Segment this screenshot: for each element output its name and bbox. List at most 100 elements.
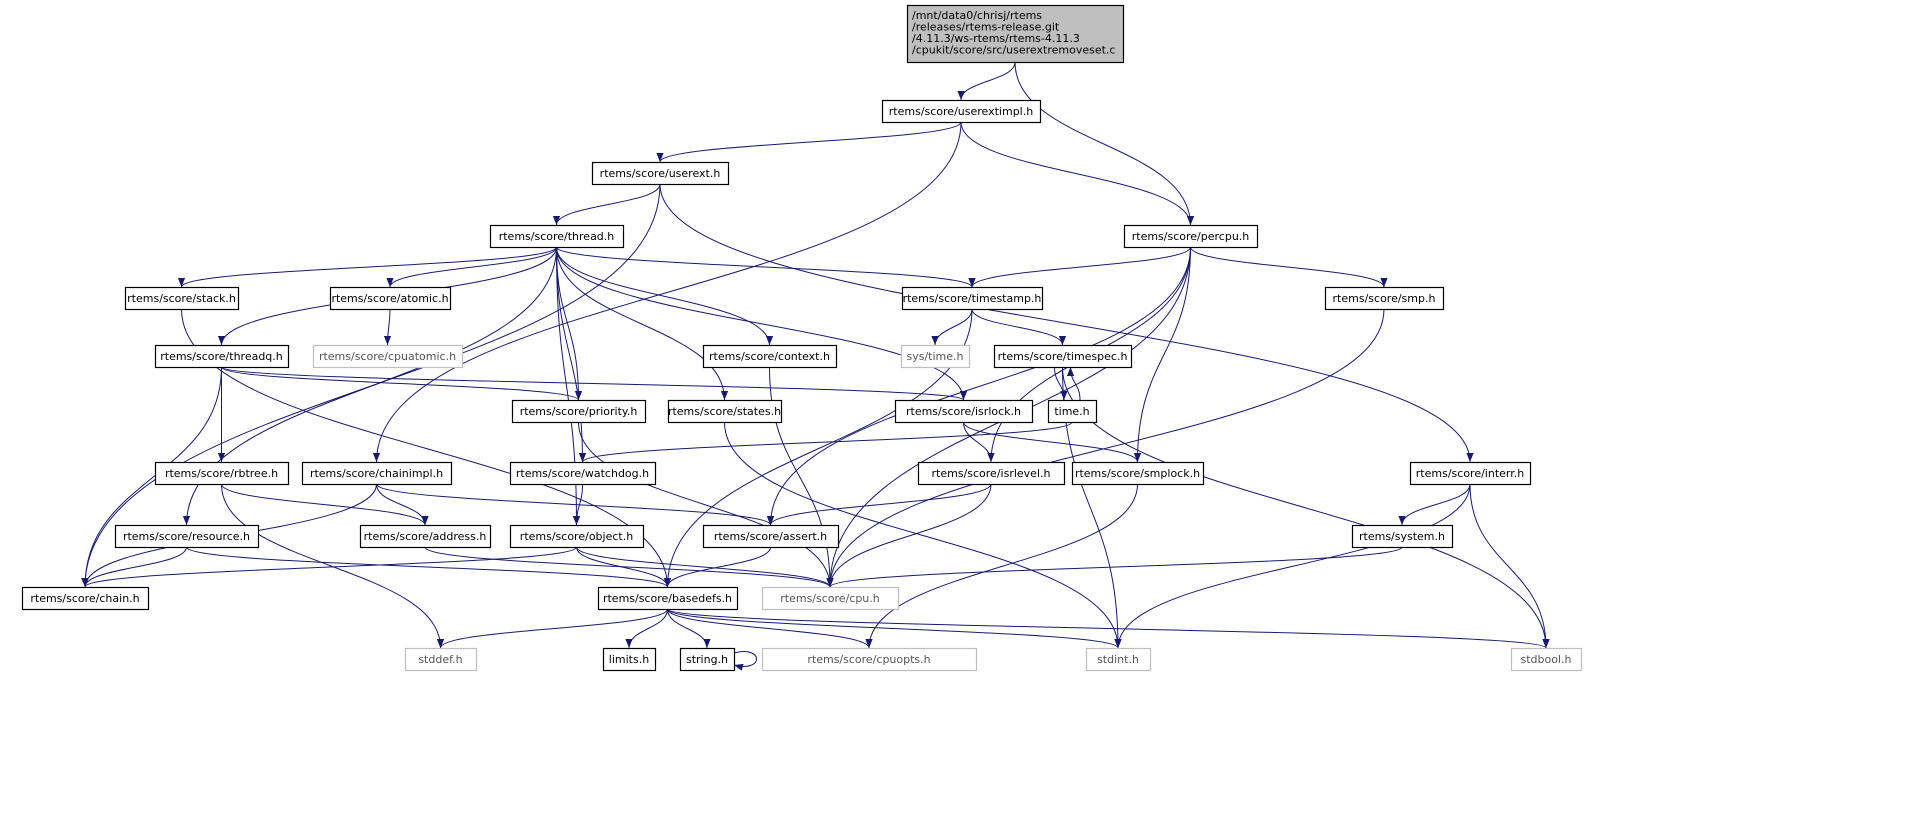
edge-system-to-cpu <box>826 546 1403 588</box>
node-label: /4.11.3/ws-rtems/rtems-4.11.3 <box>912 32 1080 45</box>
node-box <box>667 399 783 424</box>
node-threadq[interactable]: rtems/score/threadq.h <box>154 344 290 369</box>
node-box <box>702 524 840 549</box>
node-label: rtems/score/states.h <box>668 405 781 418</box>
node-label: rtems/score/smp.h <box>1333 292 1436 305</box>
edge-isrlock-to-smplock <box>963 421 1142 463</box>
node-resource[interactable]: rtems/score/resource.h <box>114 524 260 549</box>
node-box <box>511 399 647 424</box>
node-root[interactable]: /mnt/data0/chrisj/rtems/releases/rtems-r… <box>906 4 1125 64</box>
node-label: rtems/score/stack.h <box>127 292 236 305</box>
node-box <box>591 161 730 186</box>
node-atomic[interactable]: rtems/score/atomic.h <box>329 286 452 311</box>
node-box <box>329 286 452 311</box>
node-object[interactable]: rtems/score/object.h <box>509 524 645 549</box>
node-cpuopts[interactable]: rtems/score/cpuopts.h <box>761 647 978 672</box>
node-userext[interactable]: rtems/score/userext.h <box>591 161 730 186</box>
node-box <box>1324 286 1445 311</box>
node-thread[interactable]: rtems/score/thread.h <box>489 224 625 249</box>
edge-object-to-cpu <box>576 546 834 588</box>
node-label: rtems/score/cpuatomic.h <box>319 350 456 363</box>
node-box <box>1047 399 1098 424</box>
node-string[interactable]: string.h <box>679 647 736 672</box>
node-box <box>404 647 478 672</box>
node-cpu[interactable]: rtems/score/cpu.h <box>761 586 900 611</box>
node-label: rtems/score/smplock.h <box>1075 467 1200 480</box>
edge-basedefs-to-string <box>667 608 711 649</box>
node-label: sys/time.h <box>907 350 964 363</box>
node-states[interactable]: rtems/score/states.h <box>667 399 783 424</box>
node-box <box>21 586 150 611</box>
node-label: rtems/score/rbtree.h <box>165 467 278 480</box>
node-stdbool[interactable]: stdbool.h <box>1510 647 1583 672</box>
node-label: rtems/system.h <box>1359 530 1445 543</box>
edge-percpu-to-assert <box>766 246 1191 526</box>
node-limits[interactable]: limits.h <box>602 647 657 672</box>
edge-basedefs-to-limits <box>625 608 668 649</box>
node-box <box>114 524 260 549</box>
edge-string-to-string <box>733 651 757 671</box>
node-isrlevel[interactable]: rtems/score/isrlevel.h <box>917 461 1066 486</box>
edge-rbtree-to-stddef <box>221 483 445 649</box>
node-label: /cpukit/score/src/userextremoveset.c <box>912 44 1115 57</box>
node-timespec[interactable]: rtems/score/timespec.h <box>993 344 1133 369</box>
edge-root-to-userextimpl <box>957 61 1016 101</box>
edge-userextimpl-to-userext <box>656 121 962 163</box>
edge-isrlevel-to-assert <box>766 483 992 526</box>
edge-percpu-to-smplock <box>1133 246 1191 463</box>
edge-thread-to-watchdog <box>556 246 587 463</box>
node-timestamp[interactable]: rtems/score/timestamp.h <box>901 286 1044 311</box>
node-label: rtems/score/cpu.h <box>780 592 880 605</box>
node-label: rtems/score/threadq.h <box>160 350 283 363</box>
node-assert[interactable]: rtems/score/assert.h <box>702 524 840 549</box>
node-rbtree[interactable]: rtems/score/rbtree.h <box>154 461 290 486</box>
node-box <box>154 344 290 369</box>
edge-threadq-to-isrlock <box>221 366 967 401</box>
edge-time-to-watchdog <box>579 421 1073 463</box>
edge-priority-to-cpu <box>578 421 834 588</box>
edge-userext-to-interr <box>659 183 1474 463</box>
node-stdint[interactable]: stdint.h <box>1085 647 1152 672</box>
node-priority[interactable]: rtems/score/priority.h <box>511 399 647 424</box>
edge-watchdog-to-object <box>572 483 583 526</box>
node-label: time.h <box>1054 405 1089 418</box>
node-box <box>602 647 657 672</box>
node-smplock[interactable]: rtems/score/smplock.h <box>1071 461 1205 486</box>
edge-thread-to-states <box>556 246 729 401</box>
node-isrlock[interactable]: rtems/score/isrlock.h <box>894 399 1034 424</box>
node-label: rtems/score/interr.h <box>1416 467 1524 480</box>
edge-smplock-to-cpuopts <box>865 483 1138 649</box>
node-label: rtems/score/resource.h <box>123 530 250 543</box>
node-label: stdint.h <box>1097 653 1139 666</box>
node-label: rtems/score/isrlock.h <box>906 405 1021 418</box>
node-percpu[interactable]: rtems/score/percpu.h <box>1123 224 1259 249</box>
node-chainimpl[interactable]: rtems/score/chainimpl.h <box>301 461 453 486</box>
node-label: rtems/score/isrlevel.h <box>932 467 1051 480</box>
edge-basedefs-to-stdint <box>667 608 1122 649</box>
edge-thread-to-stack <box>178 246 557 288</box>
node-systime[interactable]: sys/time.h <box>900 344 971 369</box>
node-cpuatomic[interactable]: rtems/score/cpuatomic.h <box>312 344 464 369</box>
node-box <box>1085 647 1152 672</box>
node-system[interactable]: rtems/system.h <box>1351 524 1454 549</box>
node-stddef[interactable]: stddef.h <box>404 647 478 672</box>
edge-resource-to-chain <box>81 546 187 588</box>
edge-percpu-to-smp <box>1190 246 1388 288</box>
node-stack[interactable]: rtems/score/stack.h <box>124 286 240 311</box>
node-box <box>489 224 625 249</box>
node-interr[interactable]: rtems/score/interr.h <box>1409 461 1532 486</box>
node-watchdog[interactable]: rtems/score/watchdog.h <box>509 461 657 486</box>
node-smp[interactable]: rtems/score/smp.h <box>1324 286 1445 311</box>
edge-assert-to-basedefs <box>663 546 771 588</box>
node-time[interactable]: time.h <box>1047 399 1098 424</box>
node-userextimpl[interactable]: rtems/score/userextimpl.h <box>881 99 1042 124</box>
node-context[interactable]: rtems/score/context.h <box>702 344 838 369</box>
node-chain[interactable]: rtems/score/chain.h <box>21 586 150 611</box>
node-label: rtems/score/context.h <box>709 350 830 363</box>
node-label: rtems/score/object.h <box>520 530 633 543</box>
node-box <box>1351 524 1454 549</box>
node-address[interactable]: rtems/score/address.h <box>359 524 492 549</box>
edge-atomic-to-cpuatomic <box>383 308 392 346</box>
node-basedefs[interactable]: rtems/score/basedefs.h <box>597 586 739 611</box>
node-box <box>881 99 1042 124</box>
